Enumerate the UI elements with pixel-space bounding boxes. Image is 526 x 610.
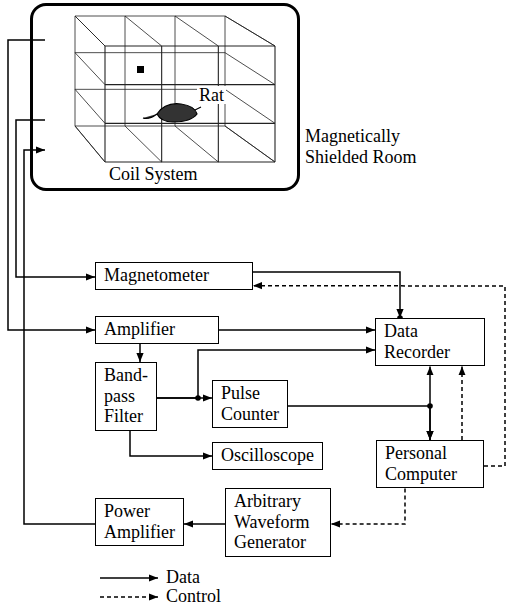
data-line — [24, 150, 95, 524]
data-line — [288, 406, 430, 440]
box-label: Amplifier — [104, 319, 210, 340]
junction-dot — [427, 403, 433, 409]
rat-label: Rat — [197, 86, 226, 104]
box-label: Band-pass Filter — [104, 365, 148, 427]
data-line — [16, 120, 95, 277]
control-line — [253, 286, 505, 466]
legend-text: Data — [166, 568, 200, 588]
computer-box: Personal Computer — [376, 440, 484, 488]
box-label: Pulse Counter — [221, 383, 279, 424]
coil-label: Coil System — [107, 164, 200, 185]
power-amplifier-box: Power Amplifier — [95, 498, 184, 546]
box-label: Data Recorder — [384, 321, 476, 362]
waveform-generator-box: Arbitrary Waveform Generator — [225, 488, 331, 557]
box-label: Power Amplifier — [104, 501, 175, 542]
data-line — [8, 40, 95, 330]
data-line — [139, 344, 141, 362]
data-line — [184, 523, 225, 525]
data-line — [253, 272, 400, 318]
control-line — [461, 366, 463, 440]
coil-system: RatCoil System — [45, 14, 285, 190]
amplifier-box: Amplifier — [95, 316, 219, 344]
legend-data-sample — [100, 577, 158, 579]
box-label: Magnetometer — [104, 265, 244, 286]
legend-control-sample — [100, 596, 158, 598]
magnetometer-box: Magnetometer — [95, 262, 253, 290]
data-recorder-box: Data Recorder — [375, 318, 485, 366]
legend-text: Control — [166, 587, 221, 607]
filter-box: Band-pass Filter — [95, 362, 157, 431]
box-label: Arbitrary Waveform Generator — [234, 491, 322, 553]
shielded-room: Magnetically Shielded RoomRatCoil System — [30, 3, 300, 191]
data-line — [130, 431, 212, 456]
box-label: Personal Computer — [385, 443, 475, 484]
data-line — [219, 329, 375, 331]
data-line — [429, 366, 431, 440]
box-label: Oscilloscope — [221, 445, 314, 466]
control-line — [331, 488, 405, 524]
junction-dot — [195, 395, 201, 401]
room-label: Magnetically Shielded Room — [305, 126, 455, 167]
oscilloscope-box: Oscilloscope — [212, 442, 323, 470]
pulse-counter-box: Pulse Counter — [212, 380, 288, 428]
